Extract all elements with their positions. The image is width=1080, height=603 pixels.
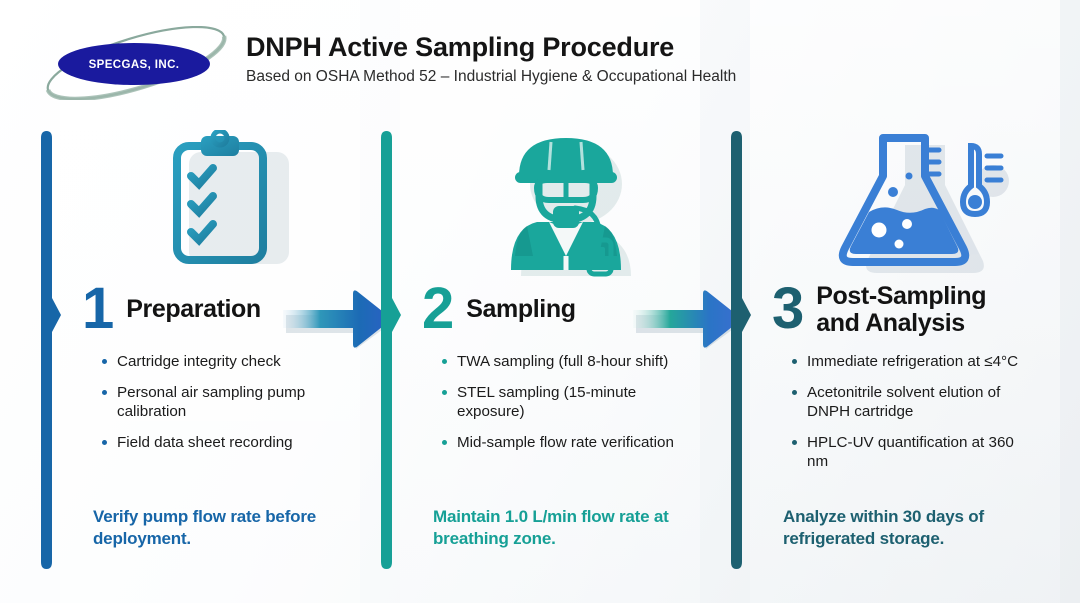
step-rail-1 — [36, 130, 70, 570]
list-item: TWA sampling (full 8-hour shift) — [440, 352, 676, 372]
bullet-text: TWA sampling (full 8-hour shift) — [457, 353, 669, 370]
step-bullets-3: Immediate refrigeration at ≤4°C Acetonit… — [790, 352, 1026, 483]
header: SPECGAS, INC. DNPH Active Sampling Proce… — [0, 0, 1080, 120]
bullet-dot-icon — [792, 389, 797, 395]
list-item: Field data sheet recording — [100, 433, 336, 453]
arrow-step1-to-step2 — [283, 286, 403, 352]
step-column-1: 1 Preparation Cartridge integrity check … — [36, 130, 336, 570]
bullet-text: Acetonitrile solvent elution of DNPH car… — [807, 383, 1001, 421]
bullet-text: Field data sheet recording — [117, 433, 293, 451]
bullet-dot-icon — [442, 439, 447, 445]
bullet-dot-icon — [792, 359, 797, 364]
list-item: STEL sampling (15-minute exposure) — [440, 383, 676, 422]
bullet-dot-icon — [792, 439, 797, 445]
arrow-step2-to-step3 — [633, 286, 753, 352]
logo-text: SPECGAS, INC. — [89, 59, 180, 71]
step-head-2: 2 Sampling — [422, 278, 576, 340]
step-footnote-2: Maintain 1.0 L/min flow rate at breathin… — [433, 507, 669, 548]
bullet-text: Immediate refrigeration at ≤4°C — [807, 353, 1019, 370]
step-rail-2 — [376, 130, 410, 570]
flask-thermometer-icon — [821, 130, 1011, 280]
bullet-dot-icon — [102, 389, 107, 395]
step-number-3: 3 — [772, 276, 804, 341]
bullet-text: Personal air sampling pump calibration — [117, 383, 306, 421]
step-column-3: 3 Post-Sampling and Analysis Immediate r… — [726, 130, 1026, 570]
step-head-3: 3 Post-Sampling and Analysis — [772, 278, 1026, 340]
bullet-dot-icon — [442, 389, 447, 395]
worker-with-sampling-pump-icon — [471, 130, 661, 280]
step-title-1: Preparation — [126, 295, 261, 323]
bullet-text: STEL sampling (15-minute exposure) — [457, 383, 637, 421]
step-column-2: 2 Sampling TWA sampling (full 8-hour shi… — [376, 130, 676, 570]
list-item: Acetonitrile solvent elution of DNPH car… — [790, 383, 1026, 422]
page-title: DNPH Active Sampling Procedure — [246, 32, 675, 62]
list-item: Personal air sampling pump calibration — [100, 383, 336, 422]
bullet-dot-icon — [442, 359, 447, 364]
list-item: Immediate refrigeration at ≤4°C — [790, 352, 1026, 372]
step-head-1: 1 Preparation — [82, 278, 261, 340]
company-logo: SPECGAS, INC. — [38, 26, 234, 100]
step-number-2: 2 — [422, 276, 454, 341]
bullet-dot-icon — [102, 359, 107, 364]
step-title-2: Sampling — [466, 295, 576, 323]
bullet-dot-icon — [102, 439, 107, 445]
list-item: Cartridge integrity check — [100, 352, 336, 372]
step-bullets-2: TWA sampling (full 8-hour shift) STEL sa… — [440, 352, 676, 463]
bullet-text: HPLC-UV quantification at 360 nm — [807, 433, 1014, 471]
page-subtitle: Based on OSHA Method 52 – Industrial Hyg… — [246, 68, 737, 85]
step-rail-3 — [726, 130, 760, 570]
step-title-3: Post-Sampling and Analysis — [816, 281, 987, 337]
clipboard-checklist-icon — [131, 130, 321, 280]
step-footnote-1: Verify pump flow rate before deployment. — [93, 507, 317, 548]
step-number-1: 1 — [82, 276, 114, 341]
step-bullets-1: Cartridge integrity check Personal air s… — [100, 352, 336, 463]
step-footnote-3: Analyze within 30 days of refrigerated s… — [783, 507, 984, 548]
bullet-text: Cartridge integrity check — [117, 353, 281, 370]
title-block: DNPH Active Sampling Procedure Based on … — [246, 30, 736, 87]
bullet-text: Mid-sample flow rate verification — [457, 433, 674, 451]
list-item: HPLC-UV quantification at 360 nm — [790, 433, 1026, 472]
list-item: Mid-sample flow rate verification — [440, 433, 676, 453]
